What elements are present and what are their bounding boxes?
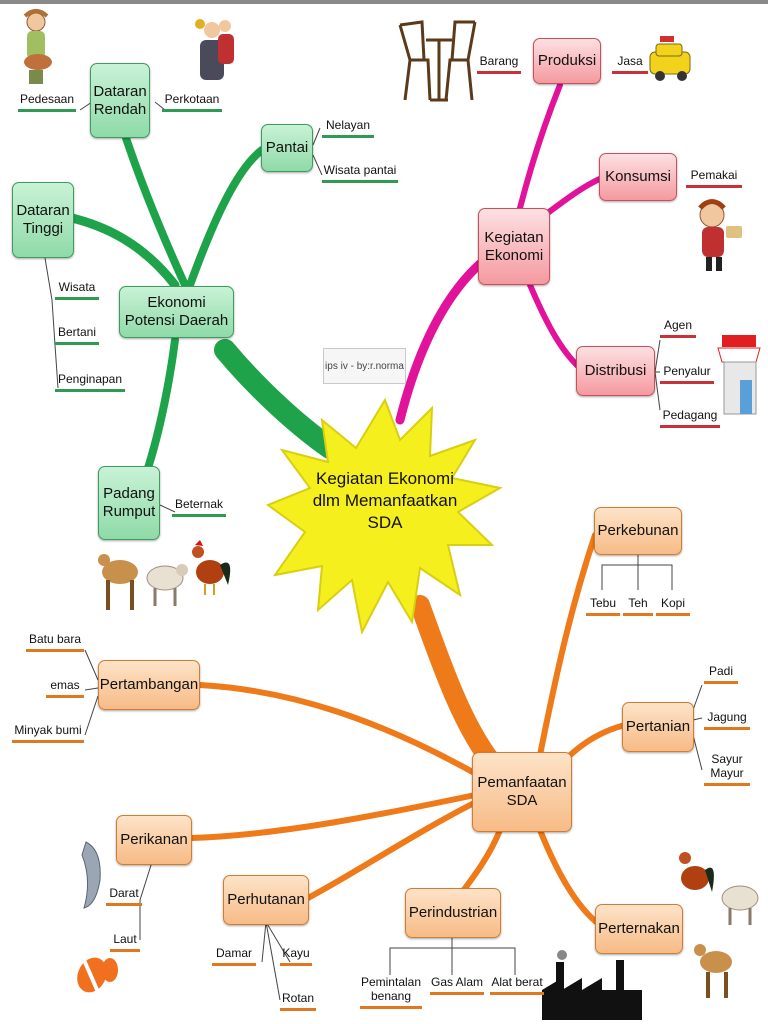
leaf-kopi: Kopi	[656, 596, 690, 616]
leaf-wisata-pantai: Wisata pantai	[322, 163, 398, 183]
leaf-batu-bara: Batu bara	[26, 632, 84, 652]
leaf-wisata: Wisata	[55, 280, 99, 300]
goat-illustration	[98, 554, 138, 610]
kegiatan-ekonomi-node[interactable]: Kegiatan Ekonomi	[478, 208, 550, 285]
rooster-illustration	[192, 540, 231, 595]
credit-box: ips iv - by:r.norma	[323, 348, 406, 384]
factory-illustration	[542, 950, 642, 1020]
leaf-kayu: Kayu	[280, 946, 312, 966]
dolphin-illustration	[81, 841, 101, 909]
perhutanan-node[interactable]: Perhutanan	[223, 875, 309, 925]
leaf-darat: Darat	[106, 886, 142, 906]
green-branches	[44, 101, 341, 513]
farmer-woman-illustration	[23, 9, 52, 84]
orange-branches	[84, 532, 703, 1001]
shop-store-illustration	[717, 335, 761, 415]
central-topic-line-3: SDA	[367, 513, 403, 532]
dataran-tinggi-node[interactable]: Dataran Tinggi	[12, 182, 74, 258]
clownfish-illustration	[77, 957, 118, 993]
leaf-nelayan: Nelayan	[322, 118, 374, 138]
perternakan-node[interactable]: Perternakan	[595, 904, 683, 954]
pantai-node[interactable]: Pantai	[261, 124, 313, 172]
leaf-padi: Padi	[704, 664, 738, 684]
farm-animals-illustration	[679, 852, 759, 998]
pertanian-node[interactable]: Pertanian	[622, 702, 694, 752]
leaf-penyalur: Penyalur	[660, 364, 714, 384]
pertambangan-node[interactable]: Pertambangan	[98, 660, 200, 710]
central-topic-line-1: Kegiatan Ekonomi	[316, 469, 454, 488]
leaf-tebu: Tebu	[586, 596, 620, 616]
leaf-pedesaan: Pedesaan	[18, 92, 76, 112]
perikanan-node[interactable]: Perikanan	[116, 815, 192, 865]
city-people-illustration	[195, 19, 234, 80]
sheep-illustration	[146, 564, 188, 606]
ekonomi-potensi-daerah-node[interactable]: Ekonomi Potensi Daerah	[119, 286, 234, 338]
taxi-car-illustration	[649, 36, 691, 81]
leaf-pemintalan-benang: Pemintalan benang	[360, 975, 422, 1009]
leaf-teh: Teh	[623, 596, 653, 616]
leaf-alat-berat: Alat berat	[490, 975, 544, 995]
top-border	[0, 0, 768, 4]
padang-rumput-node[interactable]: Padang Rumput	[98, 466, 160, 540]
distribusi-node[interactable]: Distribusi	[576, 346, 655, 396]
leaf-sayur-mayur: Sayur Mayur	[704, 752, 750, 786]
consumer-man-illustration	[698, 199, 742, 271]
central-star-burst	[265, 397, 503, 636]
perindustrian-node[interactable]: Perindustrian	[405, 888, 501, 938]
leaf-jasa: Jasa	[612, 54, 648, 74]
konsumsi-node[interactable]: Konsumsi	[599, 153, 677, 201]
leaf-pedagang: Pedagang	[660, 408, 720, 428]
magenta-branches	[395, 82, 661, 425]
leaf-beternak: Beternak	[172, 497, 226, 517]
central-topic: Kegiatan Ekonomi dlm Memanfaatkan SDA	[300, 468, 470, 534]
dataran-rendah-node[interactable]: Dataran Rendah	[90, 63, 150, 138]
leaf-penginapan: Penginapan	[55, 372, 125, 392]
central-topic-line-2: dlm Memanfaatkan	[312, 491, 458, 510]
leaf-jagung: Jagung	[704, 710, 750, 730]
leaf-pemakai: Pemakai	[686, 168, 742, 188]
leaf-gas-alam: Gas Alam	[430, 975, 484, 995]
produksi-node[interactable]: Produksi	[533, 38, 601, 84]
leaf-emas: emas	[46, 678, 84, 698]
leaf-rotan: Rotan	[280, 991, 316, 1011]
leaf-minyak-bumi: Minyak bumi	[12, 723, 84, 743]
pemanfaatan-sda-node[interactable]: Pemanfaatan SDA	[472, 752, 572, 832]
perkebunan-node[interactable]: Perkebunan	[594, 507, 682, 555]
leaf-laut: Laut	[110, 932, 140, 952]
leaf-bertani: Bertani	[55, 325, 99, 345]
leaf-perkotaan: Perkotaan	[162, 92, 222, 112]
leaf-damar: Damar	[212, 946, 256, 966]
leaf-barang: Barang	[477, 54, 521, 74]
leaf-agen: Agen	[660, 318, 696, 338]
cafe-table-chairs-illustration	[398, 20, 477, 102]
